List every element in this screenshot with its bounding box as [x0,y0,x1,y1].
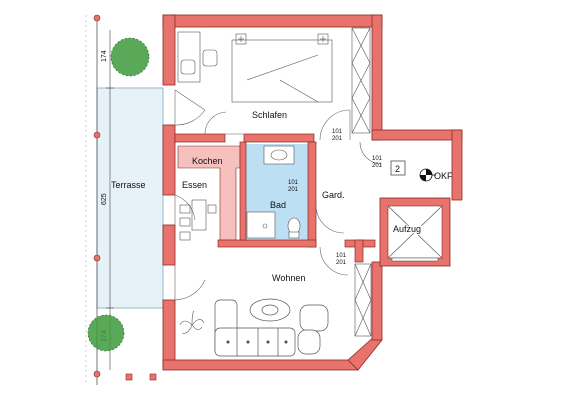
door-marks: 101 201 101 201 101 201 101 201 [288,129,383,266]
room-label-aufzug: Aufzug [393,224,421,234]
tree-bottom-icon [87,314,125,352]
svg-text:101: 101 [288,180,299,186]
bathroom-fixtures [246,145,301,239]
armchairs [297,304,329,355]
terrace-posts [93,14,101,378]
room-label-schlafen: Schlafen [252,110,287,120]
room-label-gard: Gard. [322,190,345,200]
desk-schlafen [177,31,218,83]
svg-text:201: 201 [288,187,299,193]
dimension-middle: 625 [101,193,108,205]
terrace-area [96,87,164,309]
room-label-kochen: Kochen [192,156,223,166]
okf-label: OKF [434,171,453,181]
dimension-chain [106,30,114,370]
coffee-table [249,298,291,322]
room-label-essen: Essen [182,180,207,190]
svg-text:101: 101 [332,129,343,135]
dimension-top: 174 [101,50,108,62]
bottom-edge-markers [125,373,157,381]
plant-icon [179,310,205,334]
bed [231,33,333,103]
tree-top-icon [110,37,150,77]
elevator-shaft [379,197,451,267]
sofa [214,299,296,357]
door-swings [174,89,383,301]
svg-text:201: 201 [372,163,383,169]
svg-text:201: 201 [332,136,343,142]
exterior-walls [162,14,463,371]
svg-text:101: 101 [372,156,383,162]
room-label-wohnen: Wohnen [272,273,305,283]
unit-number-box [390,160,406,176]
wardrobe-schlafen [351,27,371,134]
interior-walls [174,133,376,263]
unit-number: 2 [395,164,400,174]
dining-table [179,199,217,241]
okf-marker-icon [419,168,436,182]
svg-text:101: 101 [336,253,347,259]
wardrobe-wohnen [354,263,372,337]
svg-text:201: 201 [336,260,347,266]
room-label-terrasse: Terrasse [111,180,146,190]
room-label-bad: Bad [270,200,286,210]
